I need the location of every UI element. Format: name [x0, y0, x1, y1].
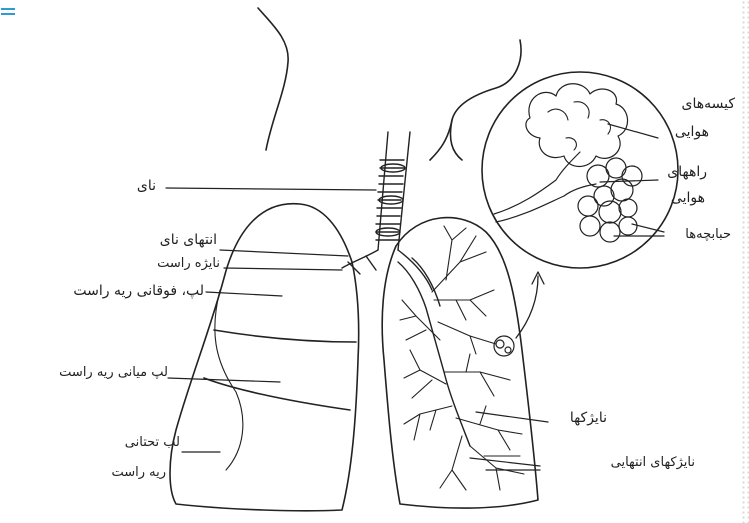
trachea: [376, 132, 410, 250]
magnified-view: [482, 72, 678, 268]
neck-outline-left: [258, 8, 288, 150]
right-lung: [170, 204, 359, 511]
label-terminal-bronchioles: نایژکهای انتهایی: [611, 456, 695, 471]
label-right-lower-lobe-line1: لب تحتانی: [125, 436, 180, 451]
label-alveoli: حبابچه‌ها: [685, 228, 731, 243]
right-lung-fissure-1: [214, 330, 356, 342]
airway-tube: [494, 152, 596, 222]
alveoli-cluster: [578, 158, 642, 242]
label-bronchioles: نایژکها: [570, 410, 607, 426]
menu-icon: [0, 6, 16, 18]
page-edge-pattern: [741, 0, 749, 523]
label-air-sacs-line1: کیسه‌های: [682, 96, 736, 112]
label-trachea-end: انتهای نای: [160, 232, 217, 248]
alveolus-highlight: [494, 336, 514, 356]
label-airways-line2: هوایی: [671, 190, 705, 206]
label-air-sacs-line2: هوایی: [675, 124, 709, 140]
label-right-bronchus: نایژه راست: [157, 257, 220, 272]
right-lung-fissure-2: [204, 378, 350, 410]
label-trachea: نای: [137, 178, 156, 194]
shoulder-line: [430, 120, 452, 160]
label-right-middle-lobe: لپ میانی ریه راست: [59, 366, 168, 381]
label-right-upper-lobe: لپ، فوقانی ریه راست: [73, 283, 204, 299]
bronchi: [342, 250, 470, 446]
label-airways-line1: راههای: [667, 164, 707, 180]
label-right-lower-lobe-line2: ریه راست: [111, 466, 166, 481]
